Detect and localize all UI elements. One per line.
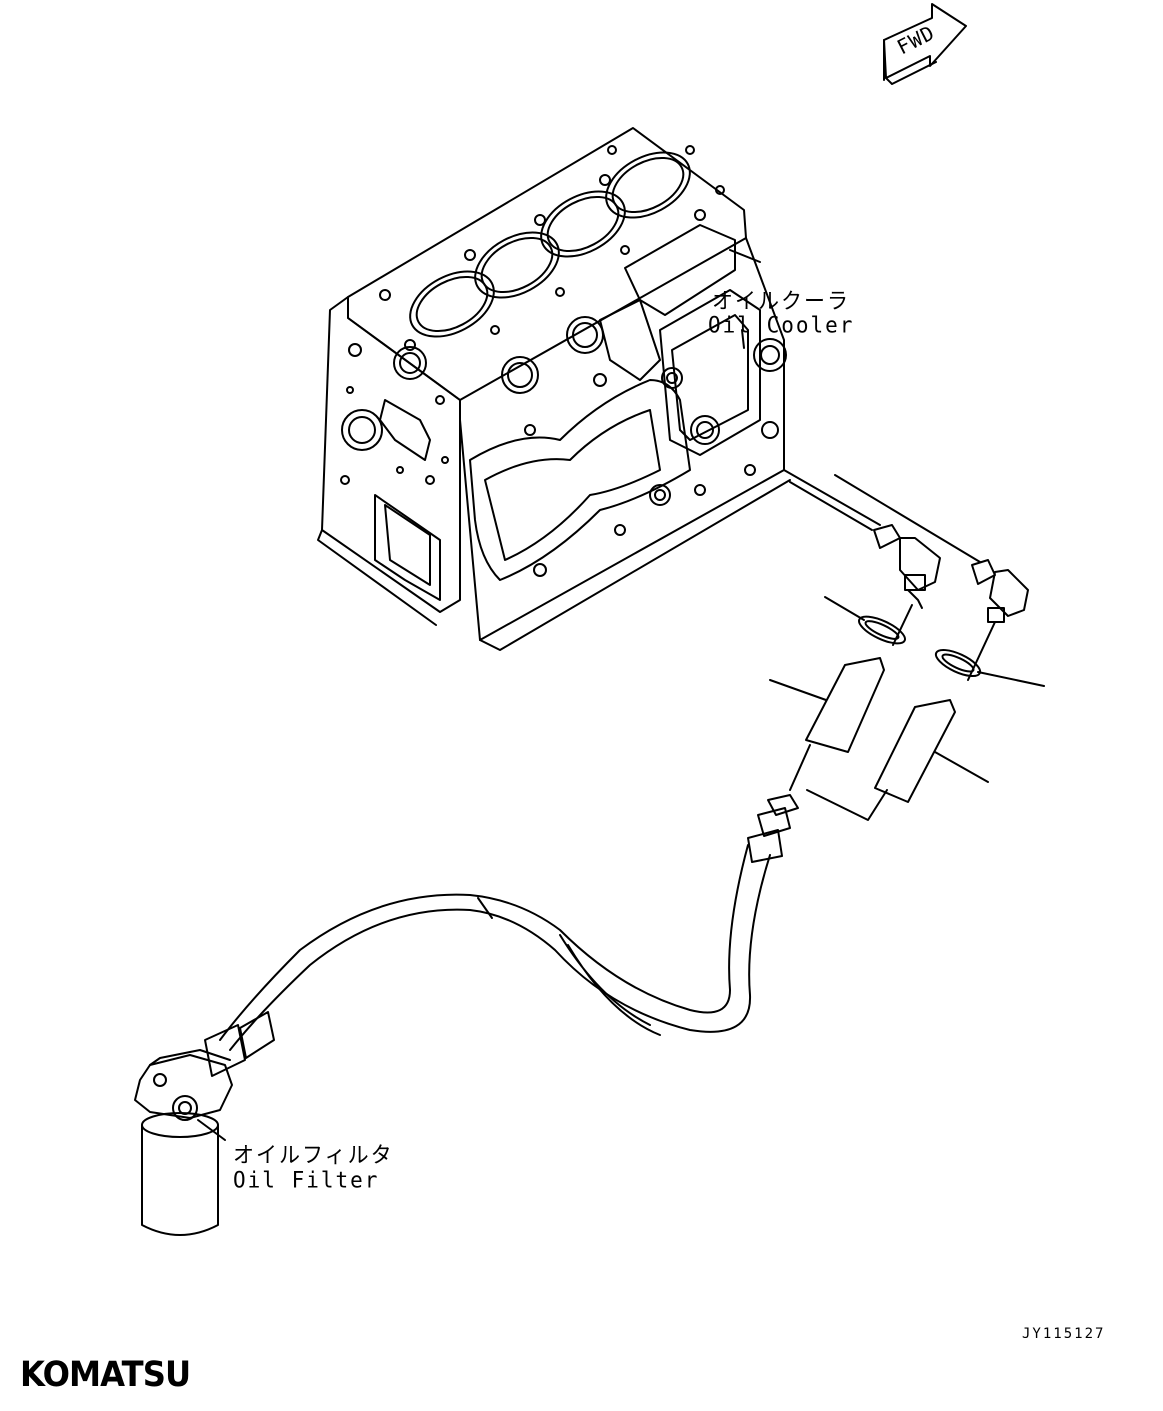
oil-cooler-label-en: Oil Cooler (708, 312, 855, 338)
oil-cooler-label-jp: オイルクーラ (712, 288, 850, 314)
sleeve-right (874, 699, 989, 803)
oil-filter-label-en: Oil Filter (233, 1167, 380, 1193)
komatsu-logo: KOMATSU (20, 1355, 191, 1395)
oil-cooler-leader (741, 329, 745, 349)
sleeve-left (769, 657, 885, 753)
oil-filter-label-jp: オイルフィルタ (233, 1142, 394, 1168)
oil-filter (134, 1049, 233, 1236)
connector-left (873, 524, 941, 609)
oil-hose (204, 844, 771, 1077)
cooler-outlet-pipes (783, 469, 981, 563)
fwd-arrow-icon (883, 3, 967, 85)
connector-right (971, 559, 1029, 623)
engine-block (317, 127, 791, 651)
clamp-right (934, 648, 1045, 687)
hose-fittings (747, 744, 811, 863)
clamp-left (824, 596, 906, 645)
drawing-number: JY115127 (1022, 1326, 1106, 1342)
